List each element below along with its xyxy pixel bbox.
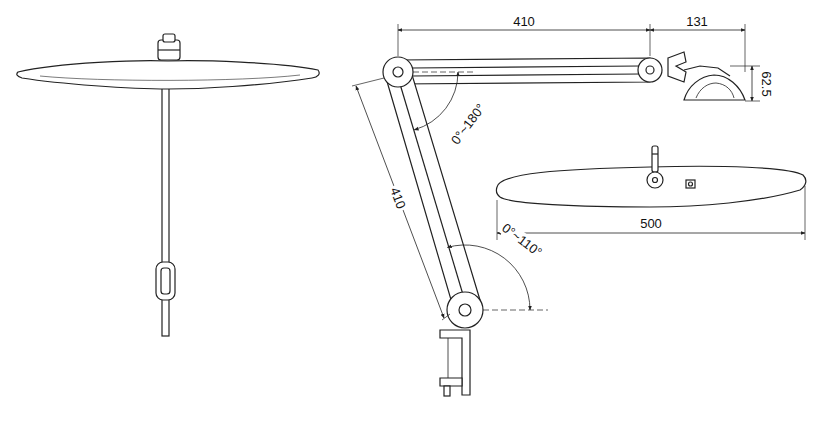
- dimension-label: 0°~180°: [447, 99, 490, 149]
- top-view: [496, 146, 805, 240]
- dimension-label: 62.5: [759, 69, 774, 98]
- side-view: [352, 24, 760, 396]
- dimension-label: 131: [684, 14, 710, 29]
- dimension-label: 410: [511, 14, 537, 29]
- dimension-label: 410: [386, 183, 409, 212]
- dimension-label: 0°~110°: [498, 219, 547, 261]
- dimension-label: 500: [638, 216, 664, 231]
- front-view: [17, 34, 319, 336]
